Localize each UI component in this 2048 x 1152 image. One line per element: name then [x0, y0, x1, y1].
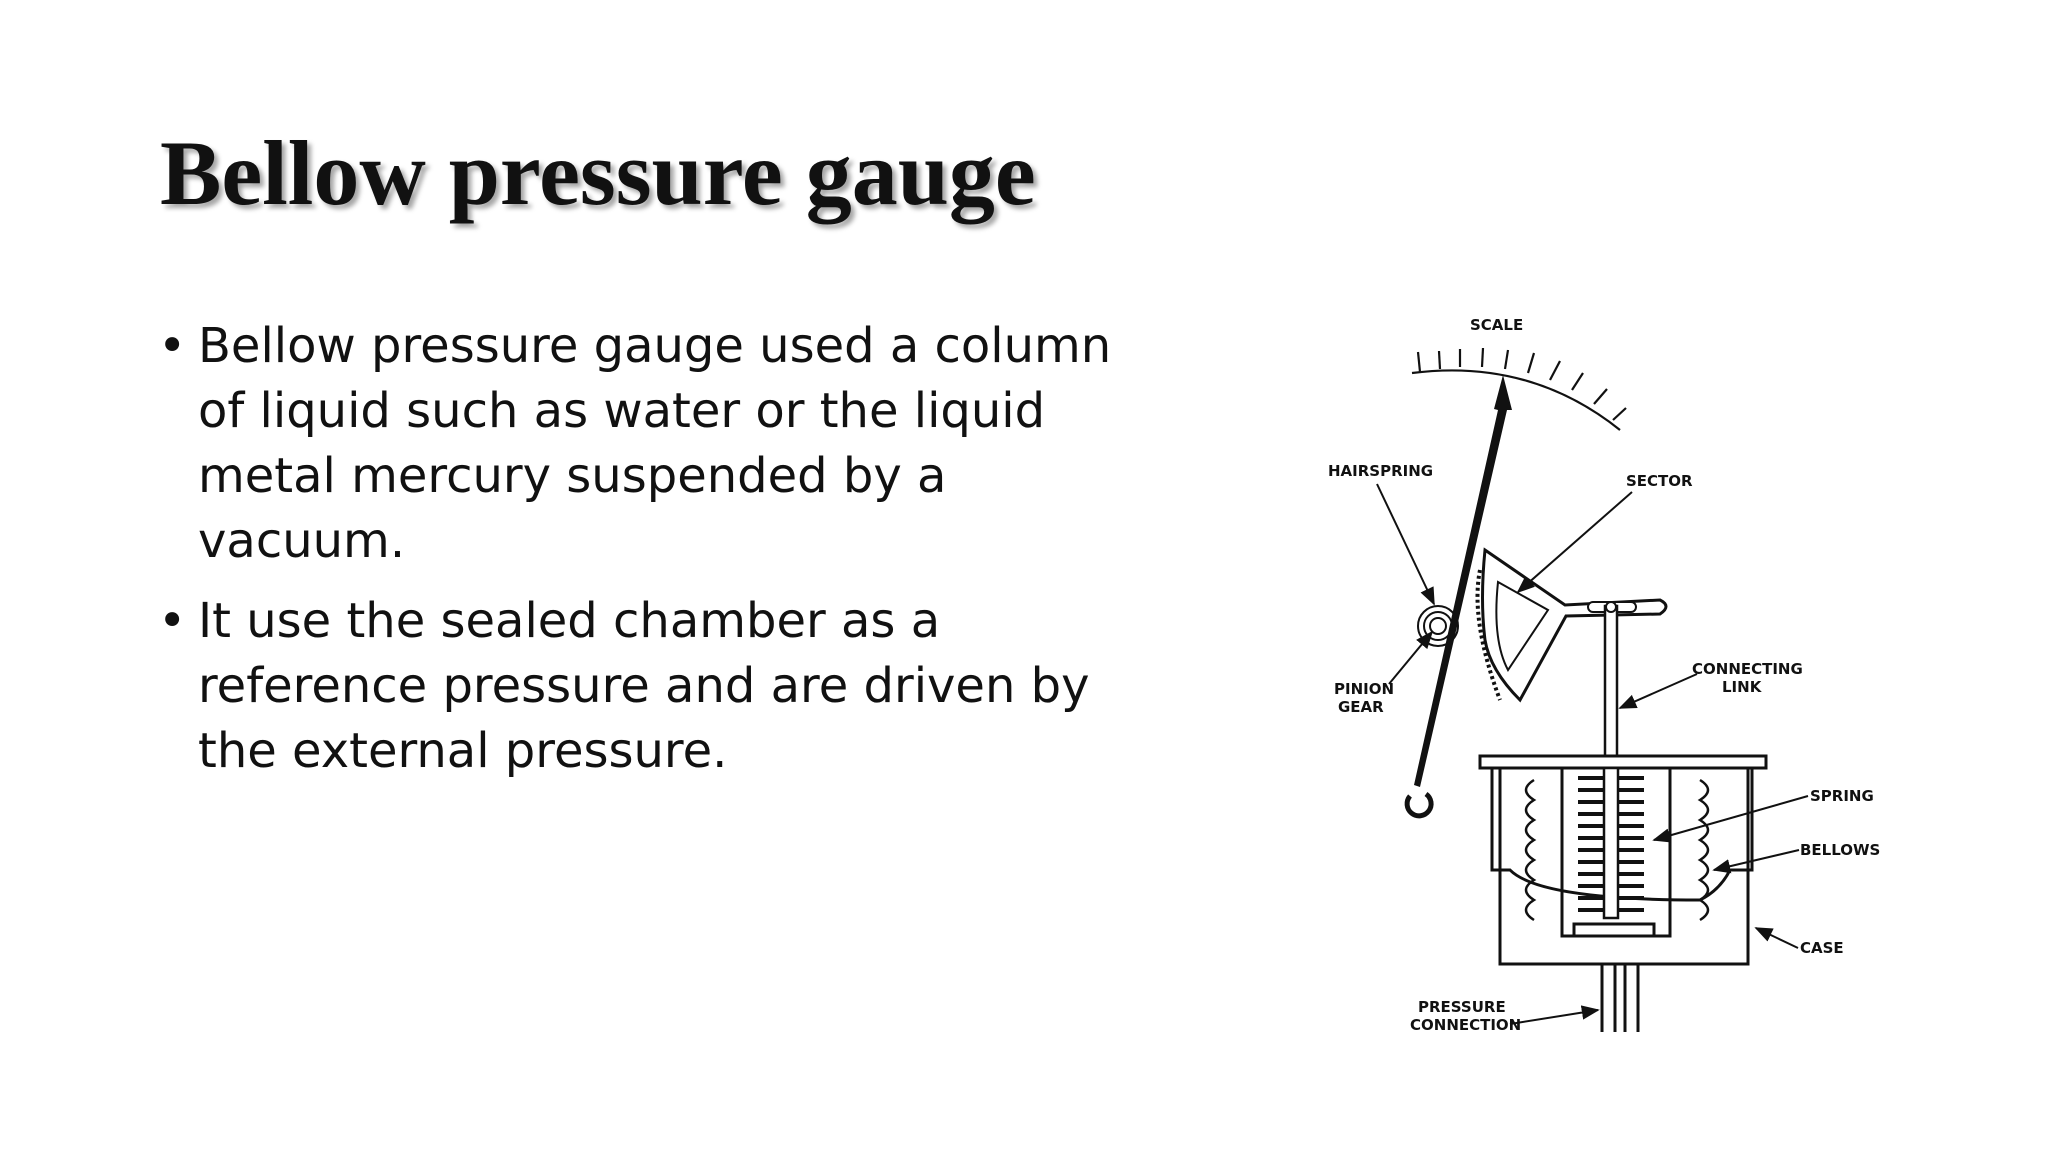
label-connecting-line1: CONNECTING [1692, 660, 1803, 678]
bullet-item: It use the sealed chamber as a reference… [158, 589, 1118, 784]
leader-lines [1376, 483, 1809, 1025]
label-case: CASE [1800, 939, 1844, 957]
hairspring-coil [1417, 605, 1459, 647]
label-pinion-line2: GEAR [1338, 698, 1384, 716]
case [1478, 754, 1768, 1032]
label-pinion-line1: PINION [1334, 680, 1394, 698]
bullet-list: Bellow pressure gauge used a column of l… [158, 314, 1118, 799]
label-sector: SECTOR [1626, 472, 1693, 490]
spring-rod [1602, 766, 1620, 920]
label-hairspring: HAIRSPRING [1328, 462, 1433, 480]
inner-chamber [1560, 768, 1672, 938]
label-pressure-line1: PRESSURE [1418, 998, 1506, 1016]
label-spring: SPRING [1810, 787, 1874, 805]
label-pressure-line2: CONNECTION [1410, 1016, 1521, 1034]
bellows [1524, 778, 1710, 922]
scale-arc [1411, 347, 1627, 431]
label-connecting-line2: LINK [1722, 678, 1763, 696]
bullet-item: Bellow pressure gauge used a column of l… [158, 314, 1118, 574]
bellows-gauge-diagram: SCALE HAIRSPRING SECTOR PINION GEAR CONN… [1328, 316, 1880, 1034]
pointer-needle [1404, 375, 1512, 819]
label-bellows: BELLOWS [1800, 841, 1880, 859]
slide-title: Bellow pressure gauge [160, 122, 1036, 224]
sector-lever [1475, 547, 1668, 703]
label-scale: SCALE [1470, 316, 1523, 334]
